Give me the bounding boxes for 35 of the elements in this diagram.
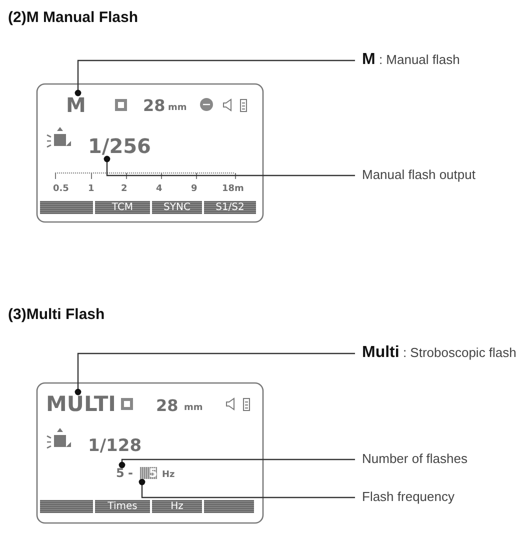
- callout-text: Number of flashes: [362, 452, 468, 465]
- scale-number: 1: [88, 185, 94, 194]
- soft-key-label: TCM: [95, 201, 150, 214]
- section-heading: (3)Multi Flash: [8, 307, 105, 322]
- soft-key-label: Times: [95, 500, 150, 513]
- flash-count-value: 5: [116, 467, 124, 479]
- leader-line: [138, 478, 355, 498]
- range-dash: -: [128, 467, 133, 479]
- leader-line: [104, 156, 355, 176]
- soft-key-label: Hz: [152, 500, 202, 513]
- soft-key-label: S1/S2: [204, 201, 256, 214]
- focal-length-value: 28: [143, 98, 166, 114]
- callout-text: Manual flash output: [362, 168, 476, 181]
- unit-text: Hz: [162, 471, 175, 480]
- scale-number: 2: [121, 185, 128, 194]
- scale-number: 9: [191, 185, 198, 194]
- leader-line: [74, 352, 355, 396]
- flash-output-value: 1/256: [88, 136, 151, 156]
- unit-text: mm: [184, 404, 203, 413]
- scale-number: 18m: [222, 185, 244, 194]
- focal-length-value: 28: [156, 398, 178, 414]
- leader-line: [74, 60, 355, 96]
- callout-text: Multi : Stroboscopic flash: [362, 345, 516, 361]
- soft-key-label: SYNC: [152, 201, 202, 214]
- mode-indicator: MULTI: [46, 394, 116, 415]
- unit-text: mm: [168, 104, 187, 113]
- leader-line: [118, 458, 355, 468]
- section-heading: (2)M Manual Flash: [8, 10, 138, 25]
- flash-output-value: 1/128: [88, 438, 142, 455]
- callout-text: M : Manual flash: [362, 52, 460, 68]
- callout-text: Flash frequency: [362, 490, 454, 503]
- mode-indicator: M: [66, 95, 86, 115]
- scale-number: 4: [156, 185, 162, 194]
- scale-number: 0.5: [53, 185, 69, 194]
- flash-frequency-value: 5: [140, 467, 158, 479]
